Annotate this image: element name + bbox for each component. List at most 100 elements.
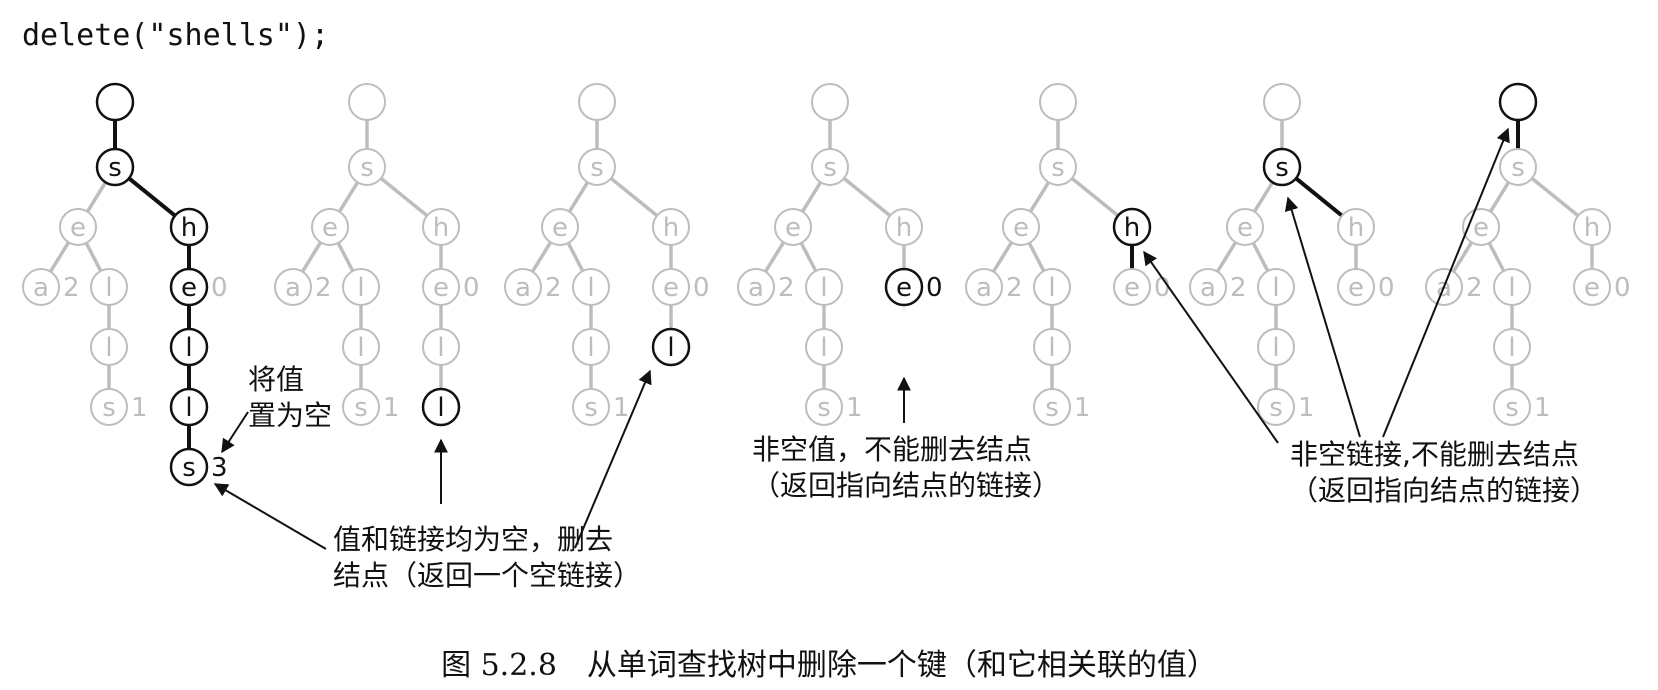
link-s-h [1530,176,1580,218]
code-line: delete("shells"); [22,18,330,53]
node-char-l: l [1272,273,1279,303]
node-char-l1: l [587,333,594,363]
node-value-e2: 0 [1614,273,1631,303]
node-l [1493,268,1531,306]
node-char-l3: l [185,393,192,423]
link-e-a [991,241,1014,273]
node-l3 [421,387,461,427]
node-value-a: 2 [1230,273,1247,303]
node-char-h: h [433,213,449,243]
node-l1 [1257,328,1295,366]
node-value-a: 2 [545,273,562,303]
link-s-h [609,176,659,218]
node-value-s1: 1 [1298,393,1315,423]
node-value-a: 2 [1466,273,1483,303]
node-e2 [422,268,460,306]
node-char-s1: s [1505,393,1519,423]
node-s2 [169,447,209,487]
annotation-delete-node: 值和链接均为空，删去 结点（返回一个空链接） [333,523,642,592]
node-l2 [169,327,209,367]
node-char-s1: s [584,393,598,423]
link-s-h [379,176,429,218]
link-s-e [800,181,823,213]
node-char-a: a [1200,273,1216,303]
node-char-a: a [285,273,301,303]
node-root [95,82,135,122]
arrow-set-null [221,411,249,454]
link-e-l [1027,242,1046,272]
link-e-l [799,242,818,272]
node-l1 [342,328,380,366]
node-e2 [169,267,209,307]
node-l [342,268,380,306]
node-char-s1: s [354,393,368,423]
node-l1 [1493,328,1531,366]
node-char-e2: e [896,273,912,303]
arrow-delete-node-1 [213,483,327,550]
node-char-l2: l [667,333,674,363]
node-s1 [1493,388,1531,426]
link-e-l [1251,242,1270,272]
node-char-s: s [1051,153,1065,183]
node-value-e2: 0 [1154,273,1171,303]
node-e [311,208,349,246]
node-char-e2: e [1348,273,1364,303]
link-s-e [337,181,360,213]
node-s1 [572,388,610,426]
node-h [169,207,209,247]
node-l1 [1033,328,1071,366]
annotation-nonnull-value: 非空值，不能删去结点 （返回指向结点的链接） [752,433,1061,502]
link-s-h [842,176,892,218]
node-l1 [572,328,610,366]
node-root [1498,82,1538,122]
node-char-h: h [1124,213,1140,243]
node-value-s1: 1 [131,393,148,423]
node-value-s2: 3 [211,453,228,483]
node-s [1499,148,1537,186]
node-a [22,268,60,306]
link-e-a [48,241,71,273]
node-e [541,208,579,246]
node-char-l1: l [357,333,364,363]
node-l2 [422,328,460,366]
node-char-l1: l [820,333,827,363]
node-char-h: h [181,213,197,243]
node-char-e2: e [181,273,197,303]
node-h [1573,208,1611,246]
node-s [95,147,135,187]
node-char-h: h [896,213,912,243]
node-e [1002,208,1040,246]
node-char-h: h [1584,213,1600,243]
node-l [1033,268,1071,306]
node-char-l1: l [1508,333,1515,363]
node-char-l: l [1048,273,1055,303]
node-e2 [1113,268,1151,306]
node-a [504,268,542,306]
node-char-s2: s [182,453,196,483]
node-char-l: l [357,273,364,303]
node-char-s1: s [102,393,116,423]
node-e2 [1573,268,1611,306]
node-char-s: s [823,153,837,183]
node-s [811,148,849,186]
node-value-s1: 1 [1074,393,1091,423]
link-e-a [763,241,786,273]
node-s [1262,147,1302,187]
node-char-s: s [1275,153,1289,183]
node-char-s: s [360,153,374,183]
node-value-e2: 0 [693,273,710,303]
link-e-a [1215,241,1238,273]
node-char-l: l [820,273,827,303]
node-value-a: 2 [778,273,795,303]
link-e-a [300,241,323,273]
link-s-h [127,176,177,218]
link-s-e [567,181,590,213]
node-value-s1: 1 [1534,393,1551,423]
link-s-e [1028,181,1051,213]
node-value-a: 2 [315,273,332,303]
